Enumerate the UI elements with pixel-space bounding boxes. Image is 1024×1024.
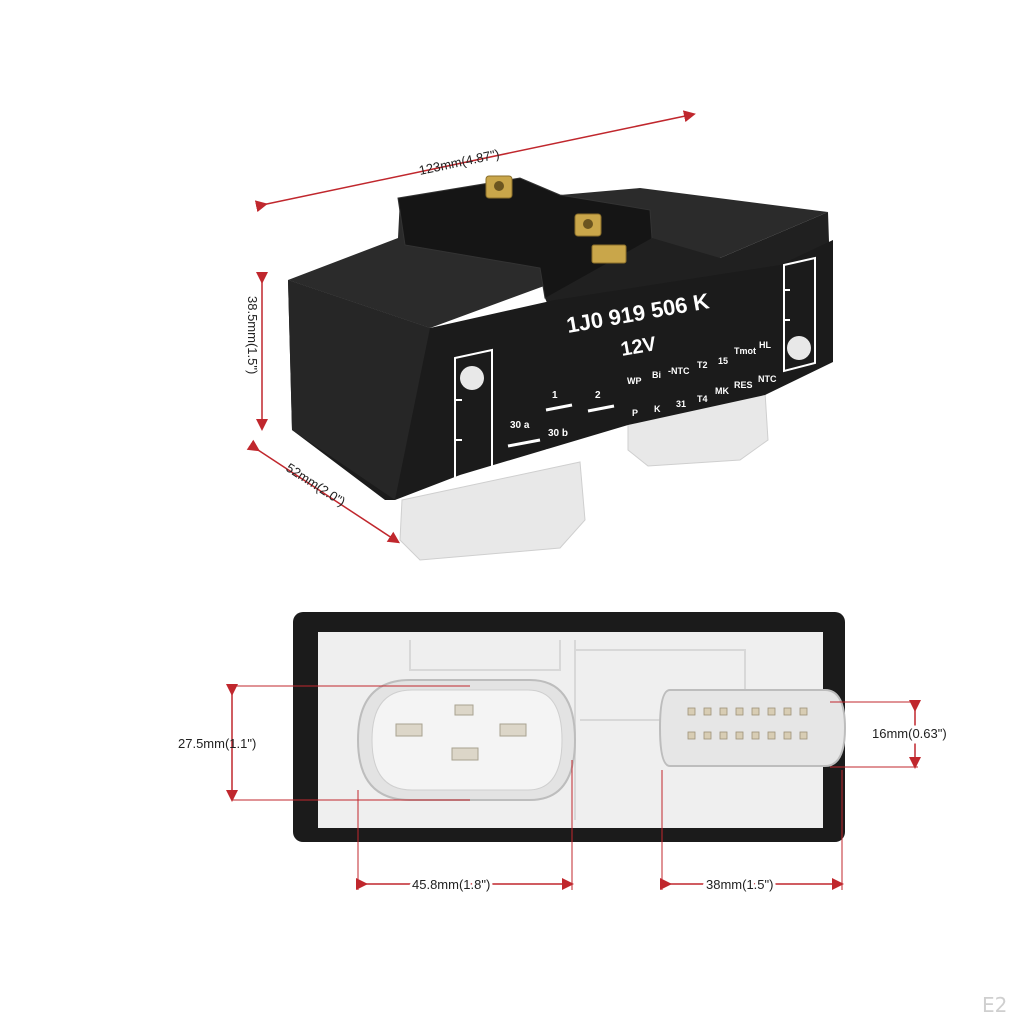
terminal-t2-label: T2 bbox=[697, 360, 708, 370]
dimension-height-label: 38.5mm(1.5") bbox=[245, 296, 260, 374]
signal-connector bbox=[658, 689, 847, 767]
module-bottom-view bbox=[293, 612, 847, 842]
terminal-ntc-neg-label: -NTC bbox=[668, 366, 690, 376]
terminal-k-label: K bbox=[654, 404, 661, 414]
module-front-face bbox=[288, 240, 833, 500]
terminal-t4-label: T4 bbox=[697, 394, 708, 404]
dimension-large-connector-width: 45.8mm(1.8") bbox=[356, 760, 574, 895]
terminal-15-label: 15 bbox=[718, 356, 728, 366]
brass-terminal-1 bbox=[485, 175, 513, 199]
terminal-hl-label: HL bbox=[759, 340, 771, 350]
terminal-1-label: 1 bbox=[552, 390, 558, 401]
dimension-height: 38.5mm(1.5") bbox=[245, 272, 268, 431]
terminal-bi-label: Bi bbox=[652, 370, 661, 380]
power-connector bbox=[356, 679, 577, 801]
dimension-large-connector-width-label: 45.8mm(1.8") bbox=[412, 877, 490, 892]
module-top-view: 1J0 919 506 K 12V 30 a 1 30 b 2 WP Bi -N… bbox=[288, 175, 833, 561]
terminal-p-label: P bbox=[632, 408, 638, 418]
dimension-small-connector-height-label: 16mm(0.63") bbox=[872, 726, 947, 741]
terminal-wp-label: WP bbox=[627, 376, 642, 386]
watermark: E2 bbox=[982, 993, 1007, 1017]
terminal-ntc-label: NTC bbox=[758, 374, 777, 384]
dimension-small-connector-offset-label: 38mm(1.5") bbox=[706, 877, 773, 892]
dimension-large-connector-height: 27.5mm(1.1") bbox=[178, 684, 470, 802]
brass-terminal-2 bbox=[574, 213, 627, 264]
terminal-tmot-label: Tmot bbox=[734, 346, 756, 356]
dimension-small-connector-offset: 38mm(1.5") bbox=[660, 770, 844, 895]
terminal-30a-label: 30 a bbox=[510, 420, 530, 431]
right-label-frame bbox=[783, 256, 816, 373]
left-label-frame bbox=[454, 348, 493, 485]
dimension-length-label: 123mm(4.87") bbox=[418, 146, 501, 178]
terminal-res-label: RES bbox=[734, 380, 753, 390]
dimension-depth-label: 52mm(2.0") bbox=[283, 460, 348, 509]
dimension-small-connector-height: 16mm(0.63") bbox=[830, 700, 950, 769]
terminal-2-label: 2 bbox=[595, 390, 601, 401]
dimension-large-connector-height-label: 27.5mm(1.1") bbox=[178, 736, 256, 751]
terminal-30b-label: 30 b bbox=[548, 428, 568, 439]
terminal-31-label: 31 bbox=[676, 399, 686, 409]
terminal-mk-label: MK bbox=[715, 386, 729, 396]
